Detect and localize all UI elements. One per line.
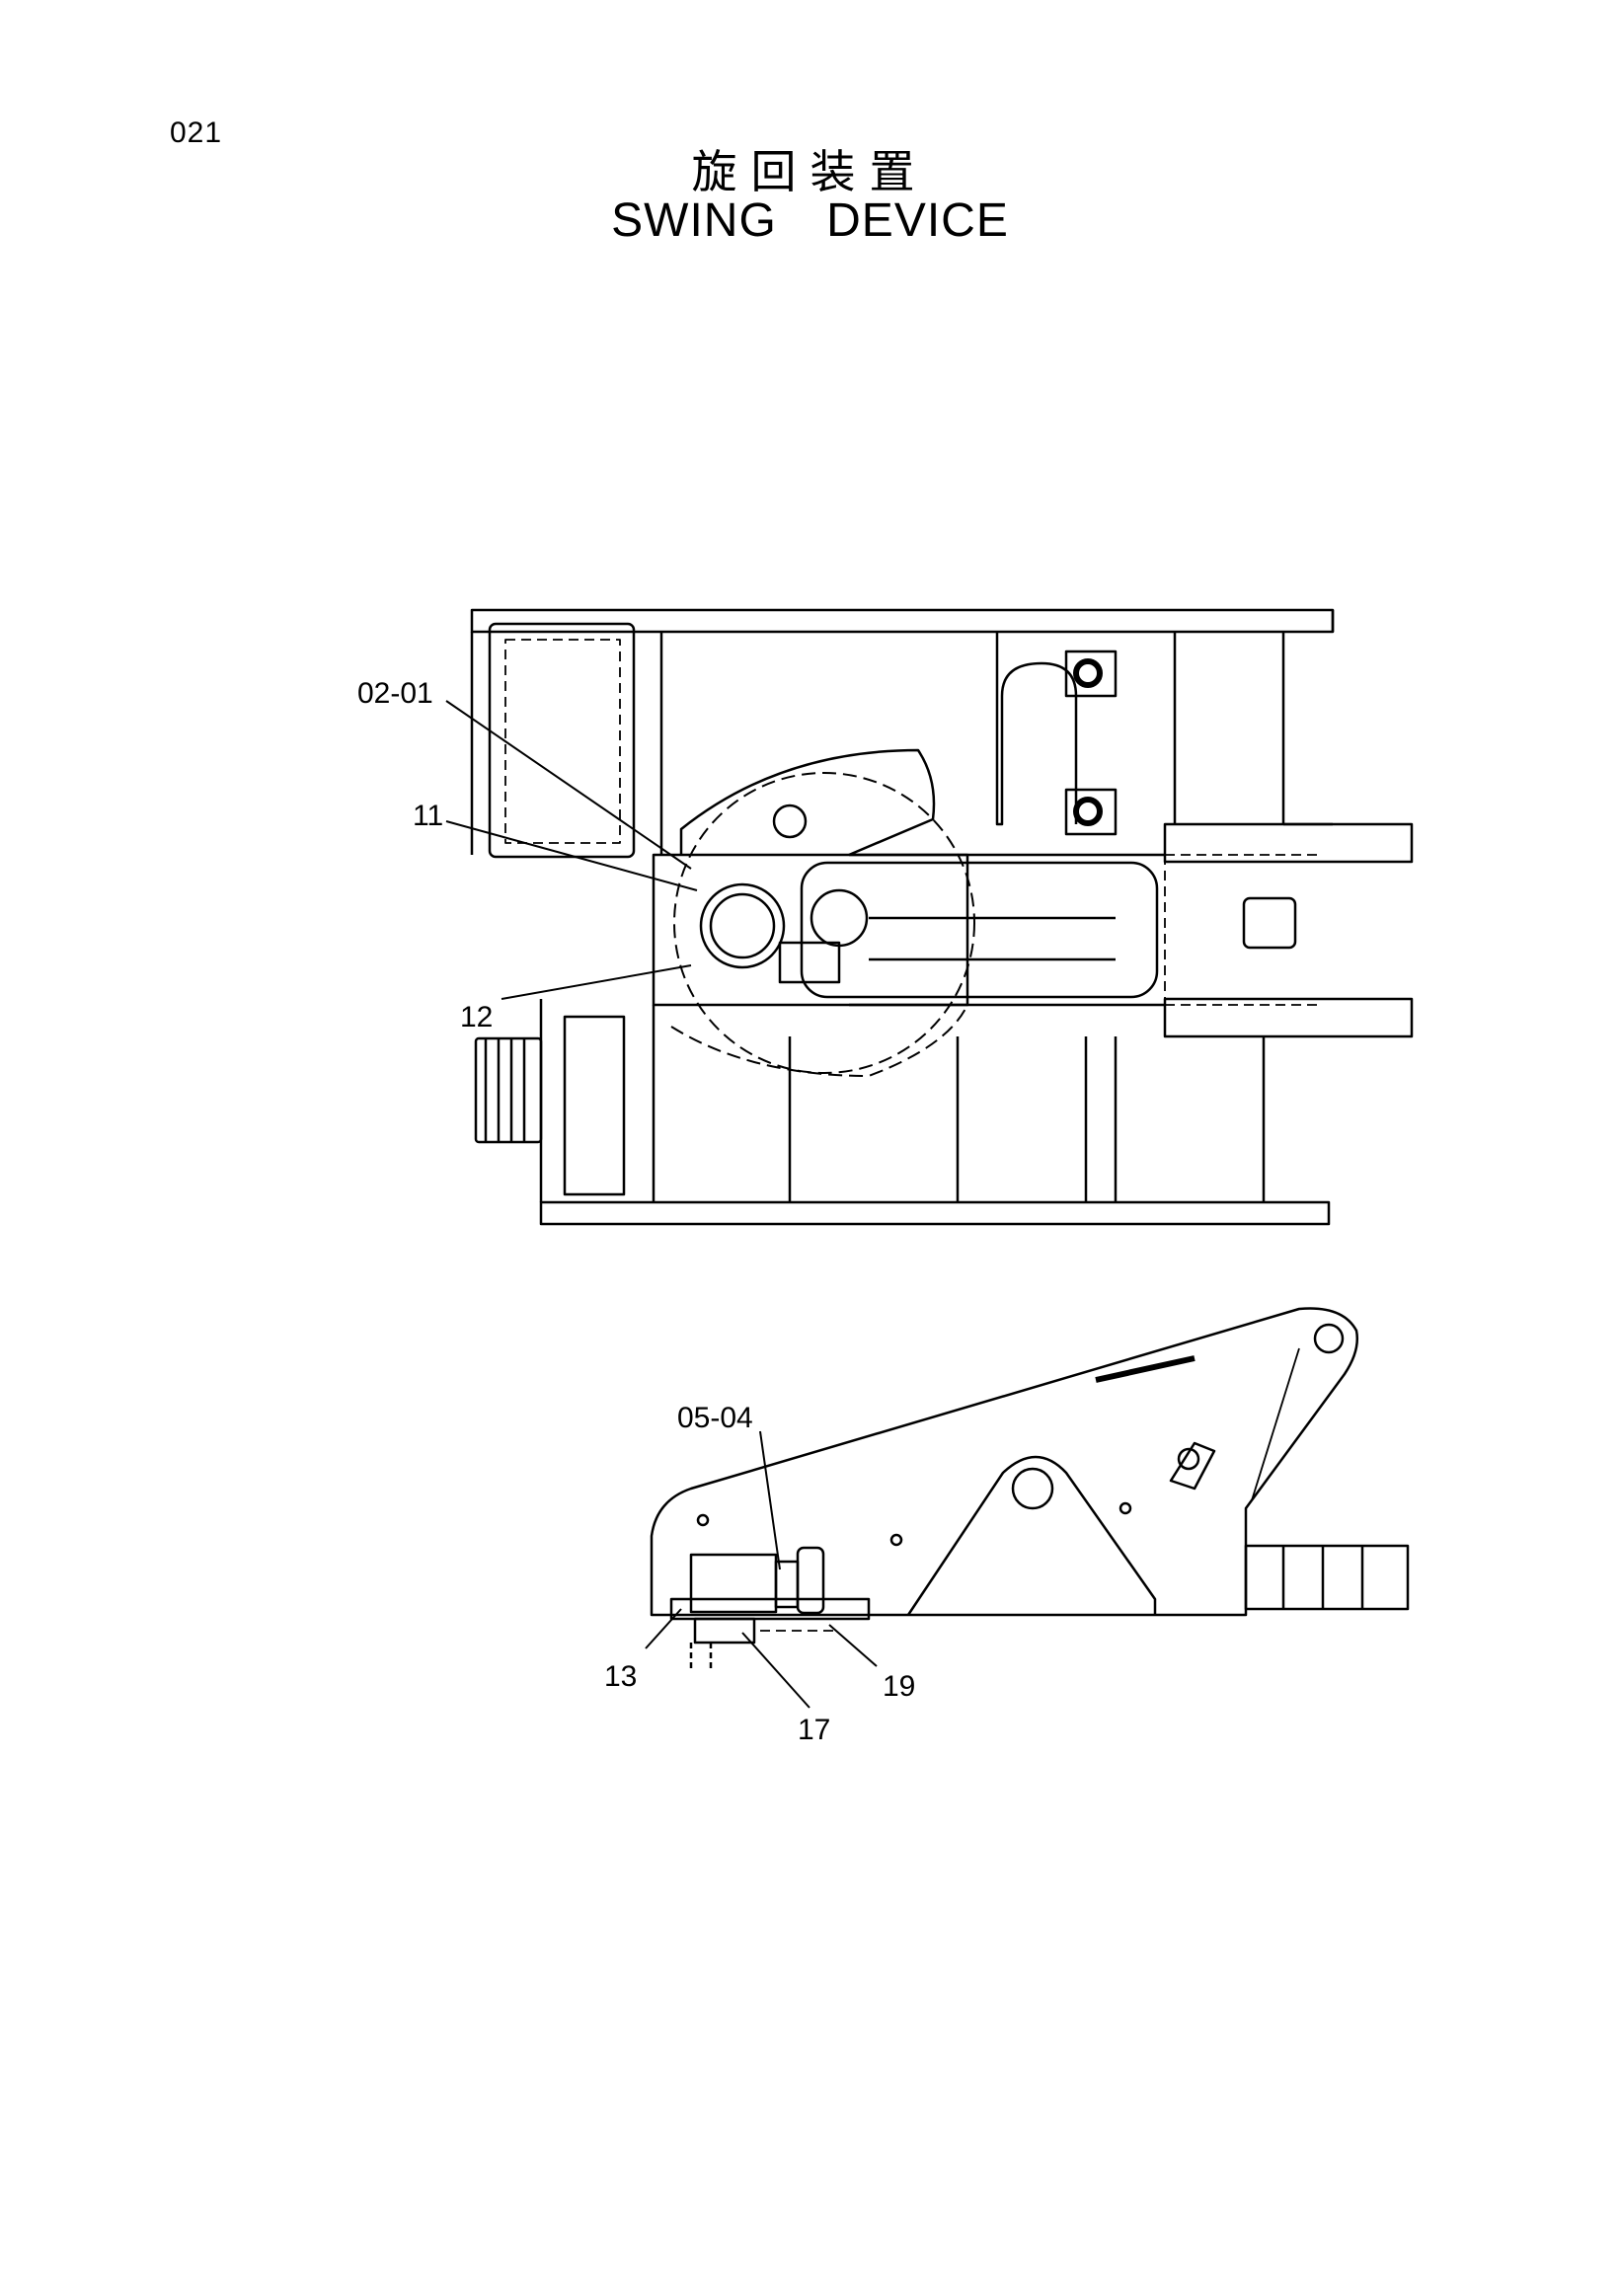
- callout-05-04: 05-04: [677, 1402, 753, 1434]
- page-title-japanese: 旋回装置: [691, 145, 929, 198]
- page-number: 021: [170, 116, 223, 149]
- page-title-english: SWING DEVICE: [611, 194, 1009, 247]
- side-view-diagram: [645, 1307, 1410, 1709]
- callout-19: 19: [883, 1670, 915, 1703]
- callout-11: 11: [413, 800, 443, 832]
- callout-17: 17: [798, 1714, 830, 1746]
- callout-13: 13: [604, 1660, 637, 1693]
- callout-12: 12: [460, 1001, 493, 1033]
- callout-02-01: 02-01: [357, 677, 433, 710]
- top-view-diagram: [445, 608, 1414, 1226]
